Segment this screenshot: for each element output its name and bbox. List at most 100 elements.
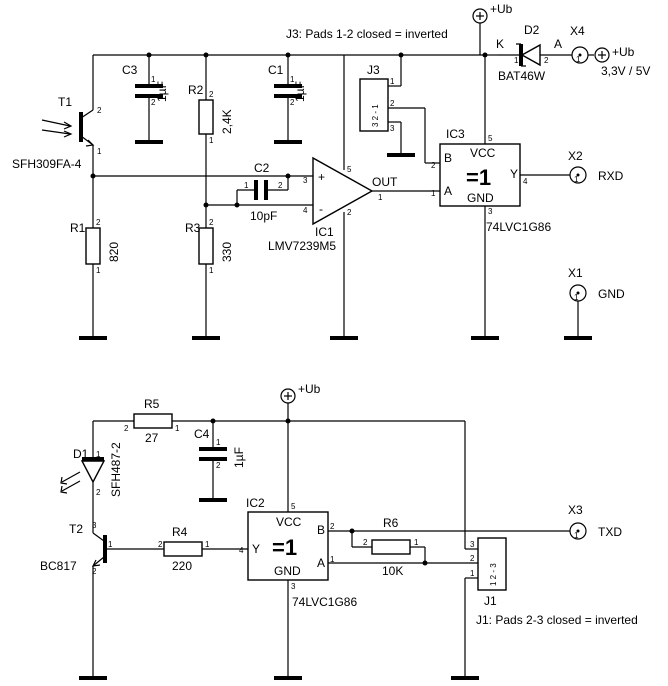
svg-text:3: 3 (470, 540, 475, 549)
svg-text:1: 1 (574, 175, 579, 184)
svg-text:3: 3 (390, 124, 395, 133)
svg-text:2: 2 (209, 90, 214, 99)
svg-text:4: 4 (523, 177, 528, 186)
svg-text:1: 1 (97, 147, 102, 156)
d2-type: BAT46W (498, 69, 546, 83)
t2-ref: T2 (69, 522, 83, 536)
c2-capacitor: C2 10pF 2 1 (234, 161, 291, 223)
x4-voltage: 3,3V / 5V (601, 64, 650, 78)
svg-text:OUT: OUT (372, 175, 398, 189)
ic3-type: 74LVC1G86 (486, 220, 551, 234)
r4-value: 220 (172, 559, 192, 573)
r5-resistor: R5 27 2 1 (124, 397, 180, 445)
c3-capacitor: C3 1µF 1 2 (122, 55, 169, 144)
svg-text:2: 2 (151, 98, 156, 107)
svg-text:1: 1 (151, 75, 156, 84)
svg-text:1: 1 (470, 569, 475, 578)
svg-text:1: 1 (514, 56, 519, 65)
svg-text:1: 1 (574, 531, 579, 540)
svg-text:2: 2 (216, 461, 221, 470)
d1-ref: D1 (73, 447, 89, 461)
svg-text:2: 2 (470, 554, 475, 563)
svg-text:2: 2 (431, 161, 436, 170)
c1-ref: C1 (268, 63, 284, 77)
svg-text:1: 1 (330, 555, 335, 564)
svg-text:3: 3 (303, 176, 308, 185)
c3-ref: C3 (122, 63, 138, 77)
ic2-xor-gate: VCC Y B A GND =1 IC2 74LVC1G86 5 4 2 1 3 (239, 421, 357, 680)
j3-jumper: 3 2 - 1 J3 1 2 3 (359, 55, 440, 164)
svg-text:1: 1 (175, 424, 180, 433)
svg-text:1: 1 (414, 538, 419, 547)
svg-text:1: 1 (290, 75, 295, 84)
svg-text:VCC: VCC (470, 146, 496, 160)
r2-resistor: R2 2,4K 2 1 (188, 55, 234, 205)
x3-signal: TXD (598, 525, 622, 539)
svg-text:-: - (319, 202, 323, 216)
x1-signal: GND (598, 287, 625, 301)
r6-resistor: R6 10K 2 1 (351, 516, 428, 578)
svg-text:VCC: VCC (276, 515, 302, 529)
svg-text:2: 2 (347, 208, 352, 217)
svg-text:2: 2 (330, 522, 335, 531)
top-circuit: J3: Pads 1-2 closed = inverted +Ub (12, 2, 650, 340)
svg-text:1: 1 (216, 438, 221, 447)
r1-resistor: R1 820 2 1 (70, 176, 121, 340)
r5-ref: R5 (144, 397, 160, 411)
ic3-ref: IC3 (446, 127, 465, 141)
svg-text:GND: GND (274, 564, 301, 578)
svg-text:Y: Y (252, 542, 260, 556)
svg-text:1: 1 (108, 540, 113, 549)
svg-text:3: 3 (488, 207, 493, 216)
svg-text:2: 2 (97, 106, 102, 115)
x4-connector[interactable]: X4 +Ub 3,3V / 5V 1 (570, 24, 650, 78)
t1-phototransistor: T1 SFH309FA-4 2 1 (12, 55, 102, 176)
x3-ref: X3 (568, 503, 583, 517)
r6-value: 10K (382, 564, 403, 578)
x2-signal: RXD (598, 169, 624, 183)
svg-text:4: 4 (239, 546, 244, 555)
x3-connector[interactable]: X3 TXD 1 (568, 503, 622, 540)
r3-value: 330 (220, 242, 234, 262)
svg-text:2: 2 (158, 540, 163, 549)
svg-text:1: 1 (96, 450, 101, 459)
d2-ref: D2 (524, 23, 540, 37)
svg-text:1: 1 (431, 189, 436, 198)
c4-ref: C4 (194, 427, 210, 441)
svg-text:3: 3 (291, 582, 296, 591)
j1-note: J1: Pads 2-3 closed = inverted (476, 613, 638, 627)
r1-value: 820 (107, 242, 121, 262)
svg-text:2: 2 (96, 218, 101, 227)
svg-text:1: 1 (576, 55, 581, 64)
r4-ref: R4 (172, 525, 188, 539)
svg-text:2: 2 (209, 218, 214, 227)
svg-text:A: A (317, 556, 325, 570)
svg-text:=1: =1 (466, 165, 491, 190)
x1-connector[interactable]: X1 GND 1 (564, 266, 625, 340)
svg-text:K: K (496, 37, 504, 51)
ic1-ref: IC1 (315, 225, 334, 239)
j3-pin-labels: 3 2 - 1 (371, 104, 380, 127)
svg-text:GND: GND (467, 191, 494, 205)
svg-text:2: 2 (92, 567, 97, 576)
svg-text:B: B (317, 523, 325, 537)
ic2-ref: IC2 (246, 496, 265, 510)
x2-ref: X2 (568, 149, 583, 163)
x4-ref: X4 (570, 24, 585, 38)
svg-text:2: 2 (290, 98, 295, 107)
c4-value: 1µF (232, 447, 246, 468)
x4-signal: +Ub (612, 45, 635, 59)
svg-text:2: 2 (278, 181, 283, 190)
t2-transistor: T2 BC817 3 1 2 (40, 521, 164, 680)
svg-text:A: A (444, 184, 452, 198)
svg-text:1: 1 (96, 266, 101, 275)
svg-text:1: 1 (390, 77, 395, 86)
ic1-type: LMV7239M5 (268, 239, 336, 253)
c2-ref: C2 (254, 161, 270, 175)
x1-ref: X1 (568, 266, 583, 280)
x2-connector[interactable]: X2 RXD 1 (568, 149, 624, 184)
j3-ref: J3 (367, 63, 380, 77)
d2-diode: K A D2 BAT46W 1 2 (496, 23, 572, 83)
r2-ref: R2 (188, 83, 204, 97)
